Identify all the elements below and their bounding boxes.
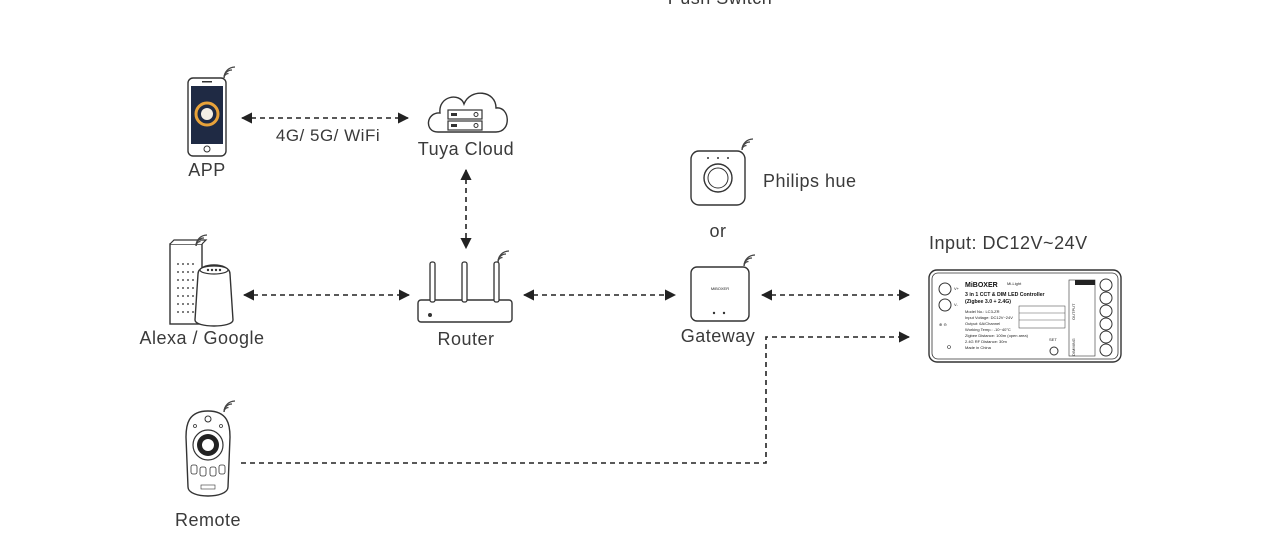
controller-spec: Model No.: LC3-ZR (965, 309, 1000, 314)
cloud-label: Tuya Cloud (417, 139, 515, 159)
hue-bridge-icon (690, 150, 746, 206)
or-label: or (709, 221, 727, 241)
svg-text:V+: V+ (954, 286, 960, 291)
gateway-icon: MiBOXER (690, 266, 750, 322)
svg-text:⊕ ⊖: ⊕ ⊖ (939, 322, 947, 327)
link-remote-controller (241, 331, 911, 464)
controller-spec: Made in China (965, 345, 992, 350)
controller-spec: Input Voltage: DC12V~24V (965, 315, 1013, 320)
controller-dimming-label: DIMMING (1071, 338, 1076, 356)
controller-set-label: SET (1049, 337, 1057, 342)
controller-title-line1: 3 in 1 CCT & DIM LED Controller (965, 292, 1045, 298)
hue-label: Philips hue (763, 171, 857, 191)
app-label: APP (188, 160, 226, 180)
controller-output-label: OUTPUT (1071, 303, 1076, 320)
gateway-device-text: MiBOXER (711, 286, 729, 291)
controller-brand: MiBOXER (965, 282, 998, 289)
wifi-icon (497, 250, 510, 263)
controller-input-label: Input: DC12V~24V (929, 233, 1088, 253)
router-icon (417, 261, 513, 323)
top-cut-text: Push Switch (668, 0, 773, 9)
phone-icon (187, 77, 227, 157)
wifi-icon (223, 66, 236, 79)
wifi-icon (743, 254, 756, 267)
controller-spec: Output: 6A/Channel (965, 321, 1000, 326)
gateway-label: Gateway (680, 326, 756, 346)
router-label: Router (437, 329, 495, 349)
smart-speaker-icon (169, 239, 234, 327)
alexa-label: Alexa / Google (139, 328, 265, 348)
remote-icon (185, 410, 231, 497)
controller-title-line2: (Zigbee 3.0 + 2.4G) (965, 299, 1011, 305)
controller-spec: Zigbee Distance: 100m (open area) (965, 333, 1029, 338)
led-controller-device: V+ V- ⊕ ⊖ MiBOXER Mi-Light 3 in 1 CCT & … (928, 269, 1122, 363)
svg-text:V-: V- (954, 302, 958, 307)
wifi-icon (223, 400, 236, 413)
wifi-icon (741, 138, 754, 151)
controller-subbrand: Mi-Light (1007, 281, 1022, 286)
remote-label: Remote (174, 510, 242, 530)
controller-spec: 2.4G RF Distance: 30m (965, 339, 1007, 344)
controller-spec: Working Temp.: -10~40°C (965, 327, 1011, 332)
link-app-cloud-label: 4G/ 5G/ WiFi (275, 126, 381, 145)
cloud-icon (427, 92, 508, 133)
